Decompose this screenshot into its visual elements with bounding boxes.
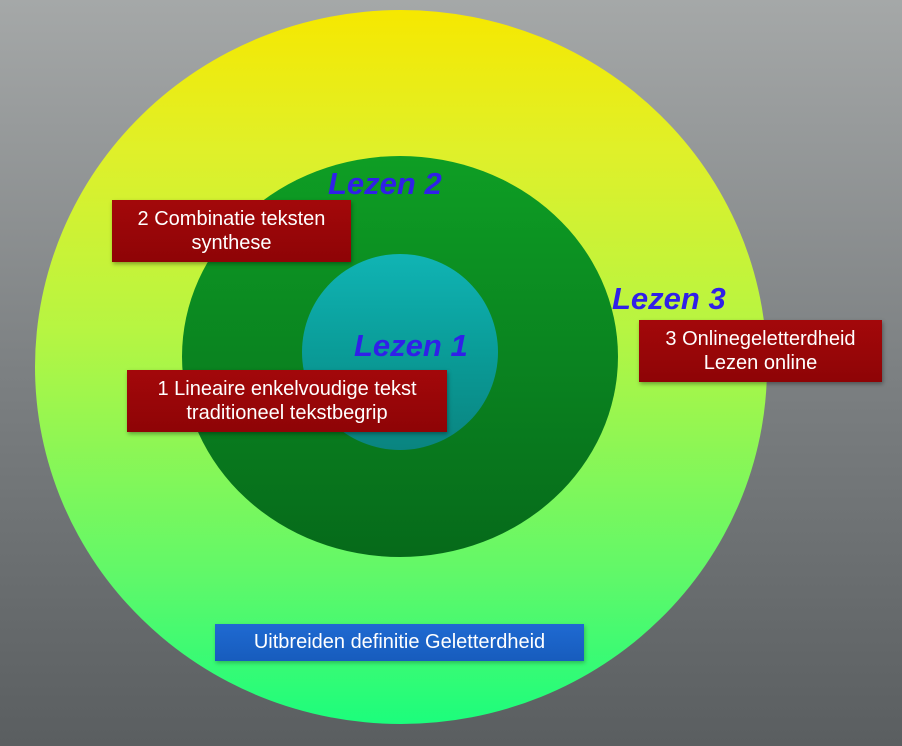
lezen-1-title: Lezen 1 — [354, 328, 468, 363]
lineaire-tekst-box: 1 Lineaire enkelvoudige tekst traditione… — [127, 370, 447, 432]
combinatie-teksten-box: 2 Combinatie teksten synthese — [112, 200, 351, 262]
box-line: synthese — [191, 232, 272, 254]
box-line: 1 Lineaire enkelvoudige tekst — [157, 378, 417, 400]
lezen-2-title: Lezen 2 — [328, 166, 442, 201]
onlinegeletterdheid-box: 3 Onlinegeletterdheid Lezen online — [639, 320, 882, 382]
box-line: traditioneel tekstbegrip — [186, 402, 388, 424]
box-line: Lezen online — [703, 352, 818, 374]
box-line: 2 Combinatie teksten — [137, 208, 326, 230]
lezen-3-title: Lezen 3 — [612, 281, 726, 316]
box-line: 3 Onlinegeletterdheid — [665, 328, 856, 350]
definition-label: Uitbreiden definitie Geletterdheid — [215, 624, 584, 661]
